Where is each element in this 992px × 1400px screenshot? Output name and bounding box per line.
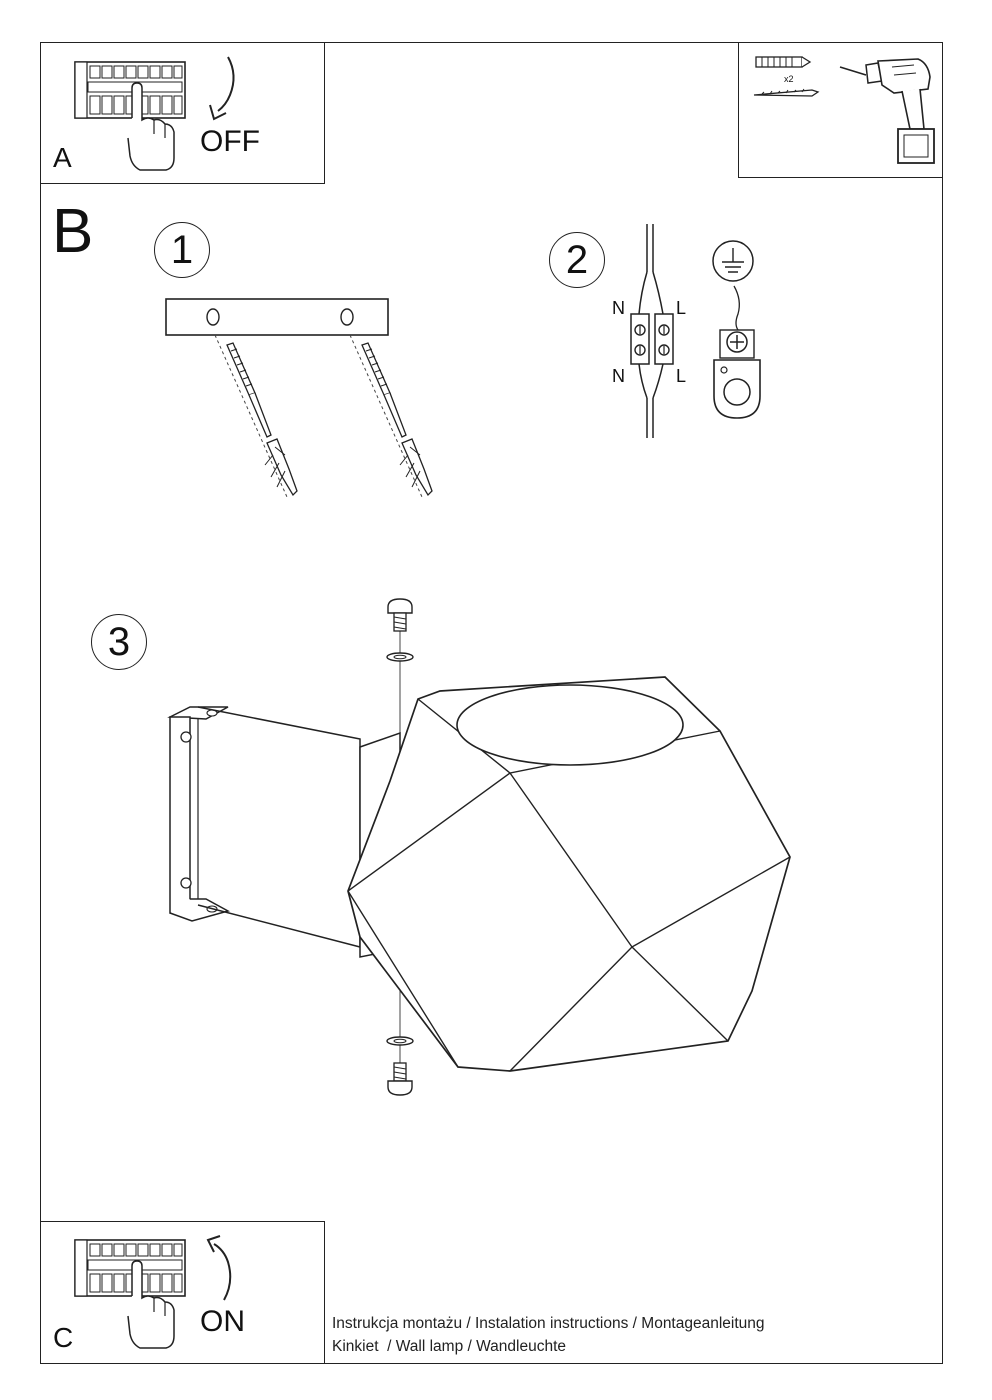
- step-3-badge: 3: [91, 614, 147, 670]
- screw-and-plug-left-icon: [214, 334, 298, 498]
- step-2-badge: 2: [549, 232, 605, 288]
- drill-icon: [839, 58, 935, 164]
- footer-product-line: Kinkiet / Wall lamp / Wandleuchte: [332, 1338, 567, 1355]
- step-1-badge: 1: [154, 222, 210, 278]
- switch-down-arrow-icon: [209, 56, 235, 121]
- section-c-on-label: ON: [200, 1305, 245, 1338]
- ground-terminal-drawing: [713, 285, 761, 419]
- section-b-letter: B: [52, 197, 94, 266]
- breaker-panel-off-icon: [74, 61, 186, 171]
- wire-label-n-top: N: [612, 298, 625, 318]
- instruction-sheet-frame: [40, 42, 943, 1364]
- footer-instructions-line: Instrukcja montażu / Instalation instruc…: [332, 1315, 765, 1332]
- wire-label-l-top: L: [676, 298, 687, 318]
- section-a-off-label: OFF: [200, 125, 260, 158]
- bottom-screw-icon: [387, 1062, 413, 1096]
- section-c-letter: C: [53, 1322, 74, 1353]
- top-screw-icon: [387, 598, 413, 632]
- wall-plug-icon: [755, 56, 812, 68]
- terminal-block-drawing: [630, 224, 674, 438]
- switch-up-arrow-icon: [206, 1235, 232, 1301]
- section-a-letter: A: [53, 142, 72, 173]
- wire-label-n-bottom: N: [612, 366, 625, 386]
- ground-symbol-icon: [712, 240, 754, 282]
- screw-and-plug-right-icon: [349, 334, 433, 498]
- wire-label-l-bottom: L: [676, 366, 687, 386]
- mounting-plate-drawing: [165, 298, 389, 336]
- screw-icon: [753, 88, 820, 97]
- tools-quantity-label: x2: [784, 74, 794, 84]
- breaker-panel-on-icon: [74, 1239, 186, 1349]
- wall-lamp-assembly-drawing: [167, 598, 791, 1096]
